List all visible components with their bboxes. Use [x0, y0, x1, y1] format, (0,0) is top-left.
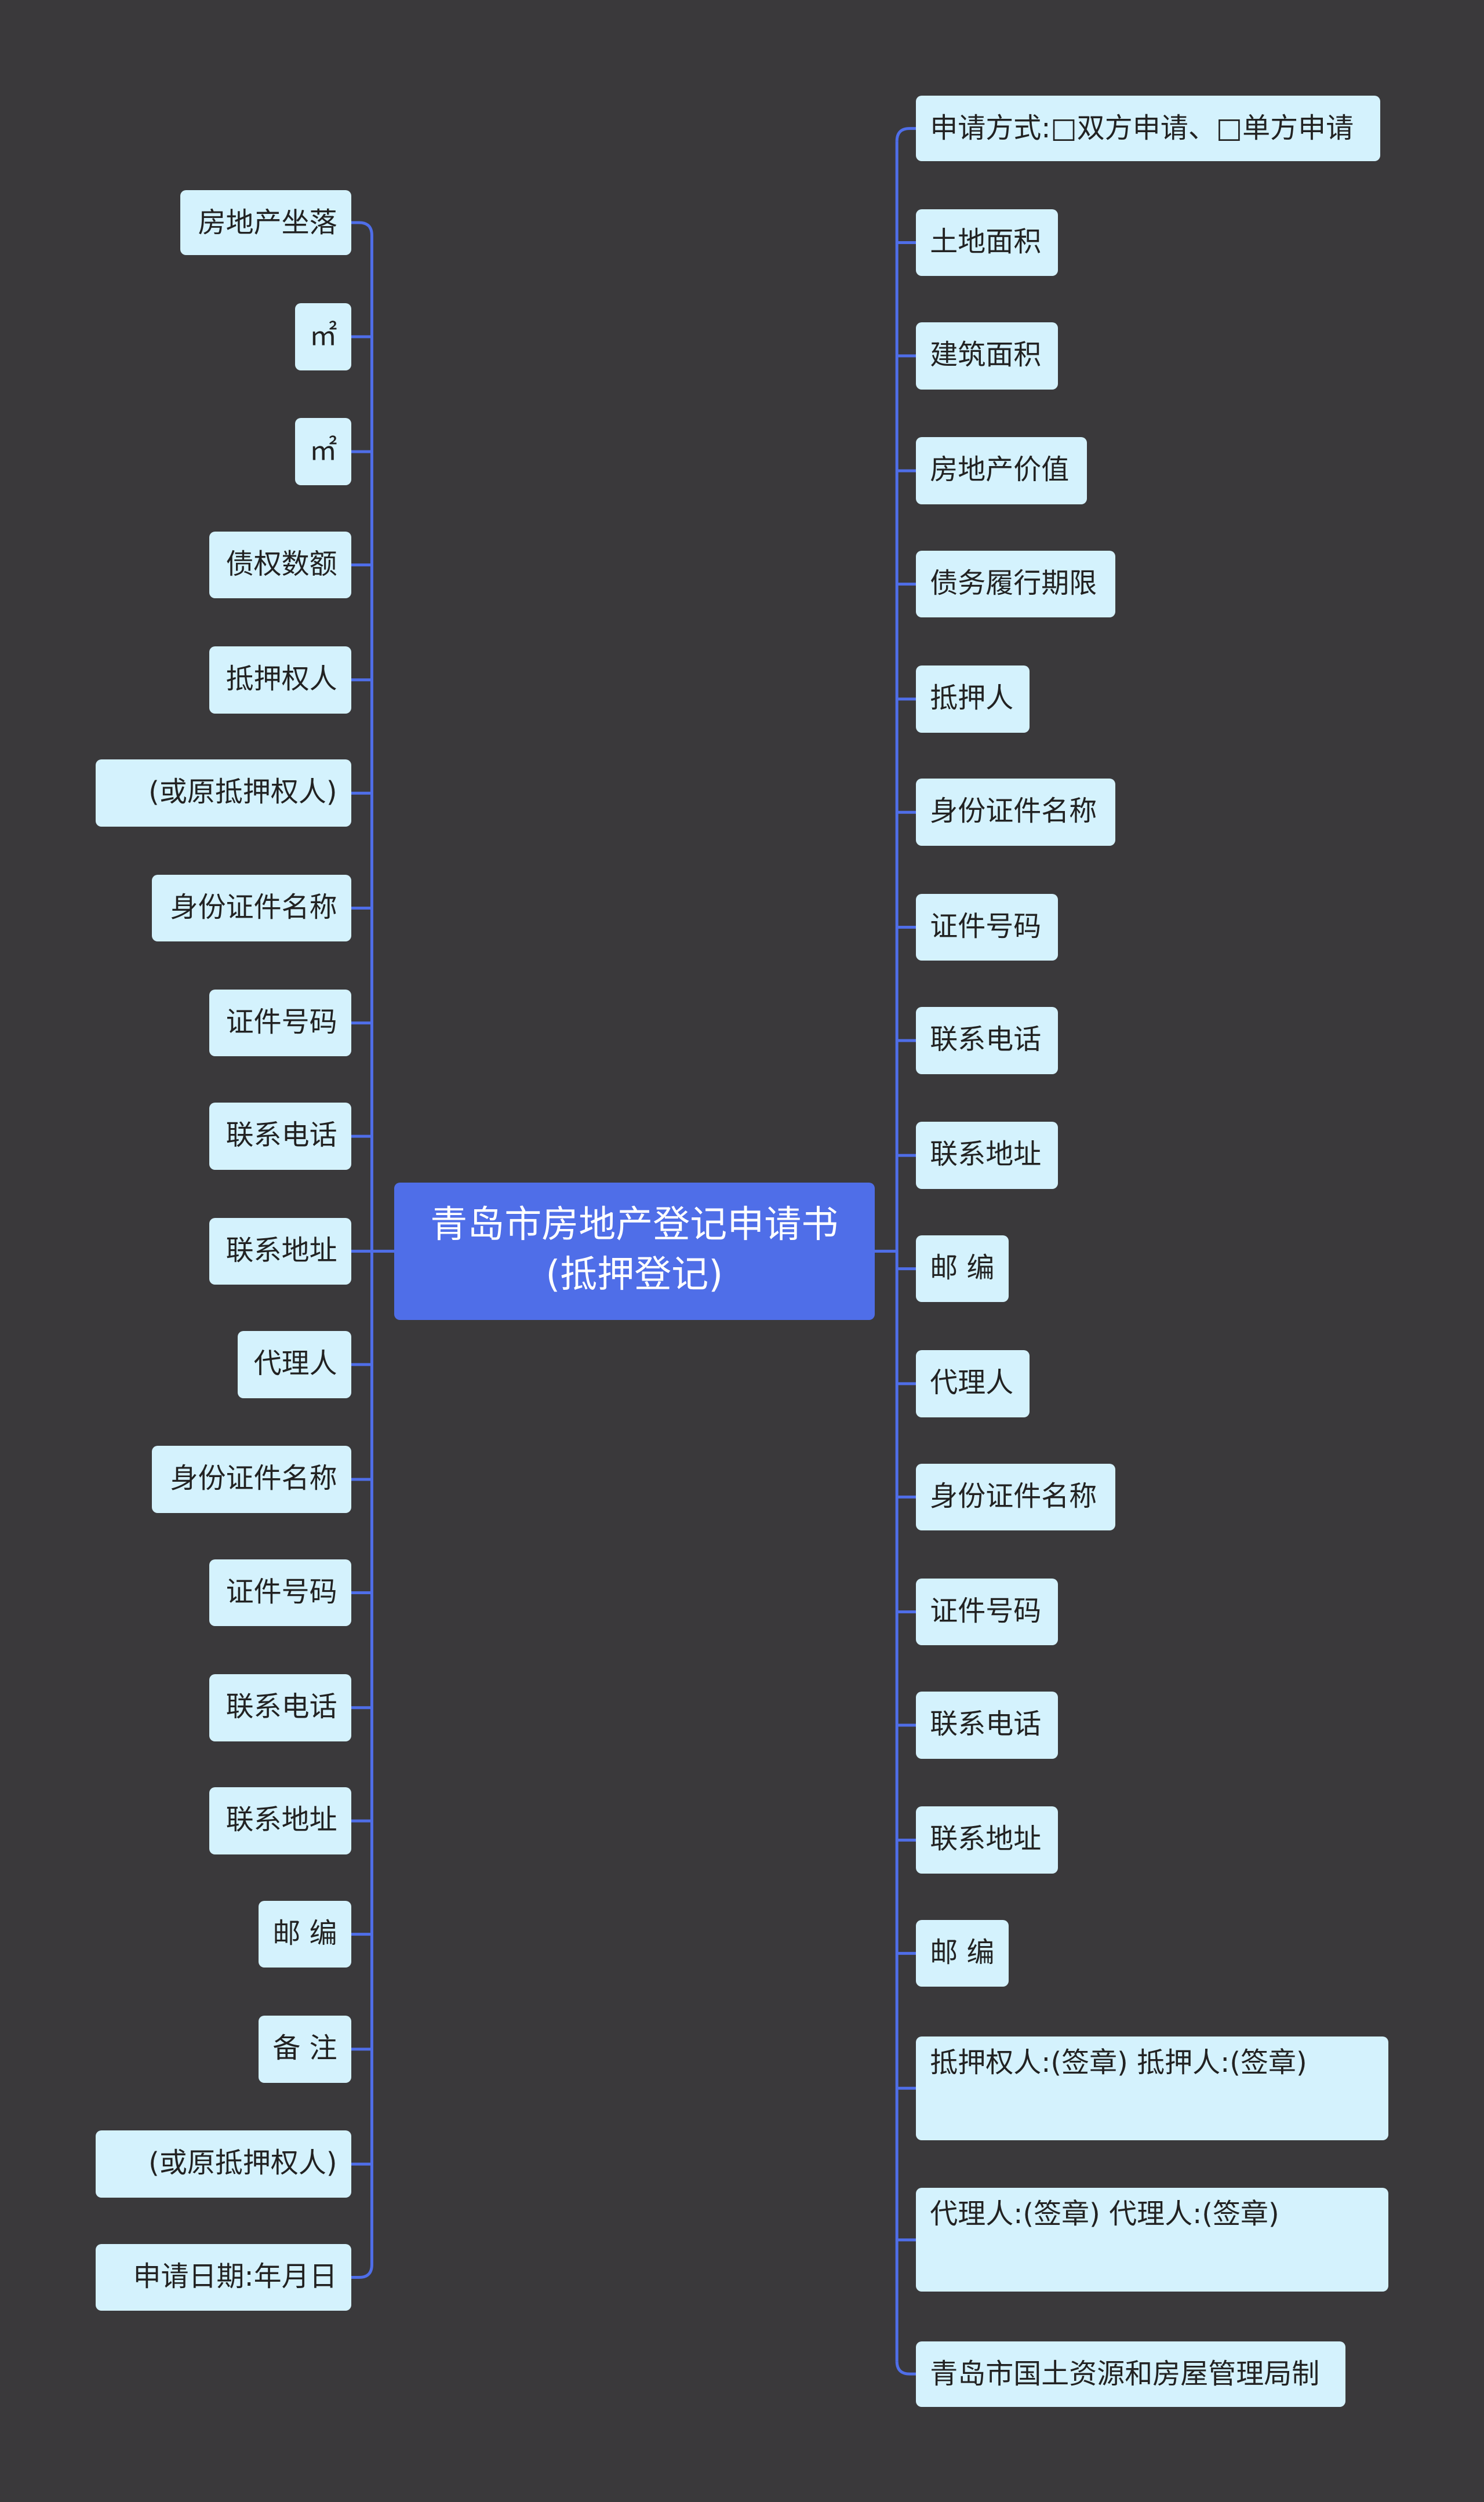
left-branch-node[interactable]: 申请日期:年月日	[96, 2243, 351, 2311]
left-branch-node[interactable]: 联系地址	[209, 1217, 351, 1285]
right-branch-node[interactable]: 证件号码	[916, 893, 1059, 961]
left-branch-line	[351, 221, 373, 236]
right-branch-node[interactable]: 代理人:(签章) 代理人:(签章)	[916, 2188, 1389, 2292]
right-branch-line	[895, 127, 916, 141]
left-branch-node[interactable]: 联系地址	[209, 1787, 351, 1854]
central-topic-line2: (抵押登记)	[545, 1253, 723, 1296]
right-branch-node[interactable]: 邮 编	[916, 1235, 1009, 1303]
right-branch-node[interactable]: 房地产价值	[916, 437, 1087, 504]
central-topic[interactable]: 青岛市房地产登记申请书 (抵押登记)	[394, 1182, 875, 1320]
right-branch-node[interactable]: 土地面积	[916, 209, 1059, 277]
right-branch-node[interactable]: 联系地址	[916, 1122, 1059, 1189]
left-branch-node[interactable]: (或原抵押权人)	[96, 759, 351, 827]
left-branch-node[interactable]: (或原抵押权人)	[96, 2130, 351, 2198]
right-branch-node[interactable]: 证件号码	[916, 1578, 1059, 1646]
left-branch-node[interactable]: 联系电话	[209, 1674, 351, 1741]
left-branch-node[interactable]: 抵押权人	[209, 646, 351, 714]
left-branch-node[interactable]: 身份证件名称	[151, 1446, 351, 1513]
left-branch-node[interactable]: 债权数额	[209, 531, 351, 599]
left-branch-node[interactable]: ㎡	[295, 303, 351, 370]
left-branch-node[interactable]: 联系电话	[209, 1103, 351, 1170]
left-branch-node[interactable]: 房地产坐落	[180, 190, 351, 256]
right-branch-node[interactable]: 代理人	[916, 1350, 1030, 1417]
right-branch-node[interactable]: 建筑面积	[916, 322, 1059, 390]
right-branch-node[interactable]: 联系地址	[916, 1806, 1059, 1874]
central-topic-line1: 青岛市房地产登记申请书	[430, 1203, 839, 1246]
right-branch-node[interactable]: 身份证件名称	[916, 1463, 1116, 1531]
left-branch-node[interactable]: 证件号码	[209, 1559, 351, 1627]
right-branch-node[interactable]: 抵押权人:(签章) 抵押人:(签章)	[916, 2036, 1389, 2140]
right-branch-node[interactable]: 青岛市国土资源和房屋管理局制	[916, 2341, 1345, 2407]
right-branch-node[interactable]: 身份证件名称	[916, 779, 1116, 846]
left-branch-line	[351, 2264, 373, 2279]
right-branch-node[interactable]: 抵押人	[916, 665, 1030, 733]
right-branch-node[interactable]: 联系电话	[916, 1692, 1059, 1759]
left-branch-node[interactable]: 证件号码	[209, 989, 351, 1057]
right-branch-line	[895, 2361, 916, 2376]
left-branch-node[interactable]: ㎡	[295, 418, 351, 485]
left-branch-node[interactable]: 代理人	[238, 1331, 351, 1398]
right-branch-node[interactable]: 联系电话	[916, 1007, 1059, 1074]
left-branch-node[interactable]: 身份证件名称	[151, 874, 351, 942]
right-branch-node[interactable]: 申请方式:□双方申请、□单方申请	[916, 96, 1381, 162]
left-branch-node[interactable]: 备 注	[258, 2016, 351, 2083]
left-branch-node[interactable]: 邮 编	[258, 1900, 351, 1968]
right-branch-node[interactable]: 债务履行期限	[916, 550, 1116, 618]
right-branch-node[interactable]: 邮 编	[916, 1919, 1009, 1987]
